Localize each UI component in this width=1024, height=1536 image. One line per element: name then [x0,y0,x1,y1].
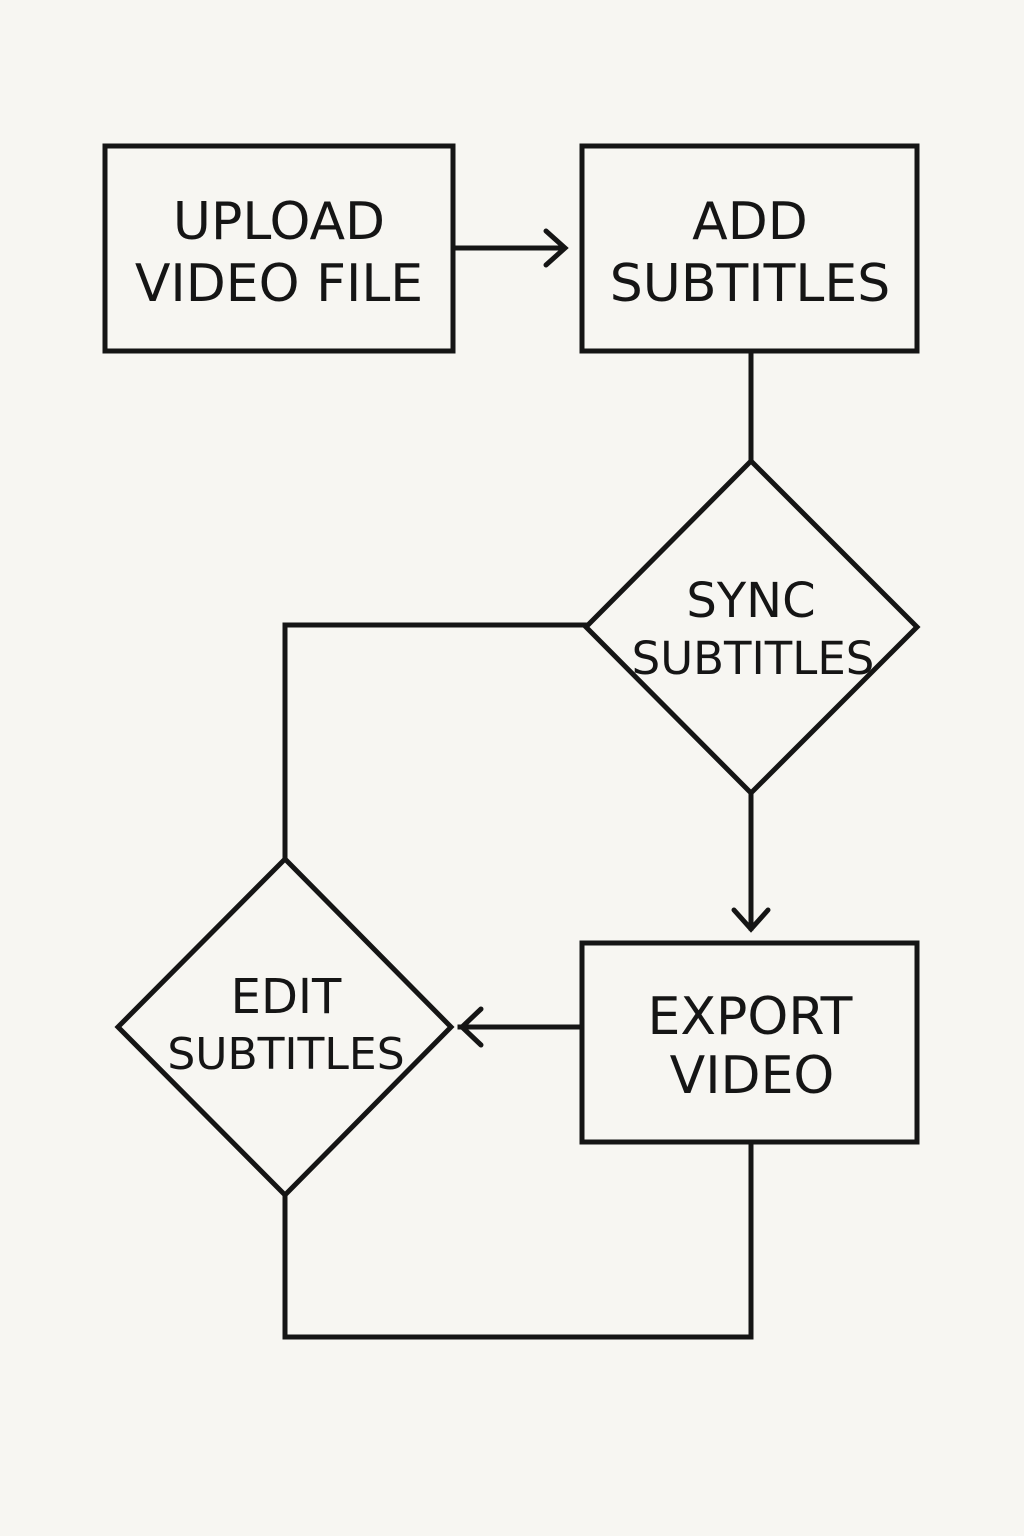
node-upload-box [102,143,456,354]
node-upload-label-line-1: UPLOAD [173,192,385,252]
node-add-label-line-2: SUBTITLES [610,254,890,314]
node-sync-subtitles: SYNC SUBTITLES [582,457,921,797]
node-add-label-line-1: ADD [692,192,808,252]
node-edit-label-line-1: EDIT [231,969,342,1025]
node-add-subtitles: ADD SUBTITLES [579,143,920,354]
node-upload-label-line-2: VIDEO FILE [135,254,423,314]
node-sync-label-line-1: SYNC [686,573,815,629]
arrowhead-sync-to-export [731,907,771,933]
node-export-video: EXPORT VIDEO [579,940,920,1145]
node-edit-diamond [114,855,455,1199]
arrowhead-upload-to-add [543,228,569,268]
node-export-box [579,940,920,1145]
node-edit-subtitles: EDIT SUBTITLES [114,855,455,1199]
node-edit-label-line-2: SUBTITLES [167,1029,404,1080]
node-sync-label-line-2: SUBTITLES [632,632,875,685]
connector-edit-to-export [282,1140,754,1340]
node-add-box [579,143,920,354]
node-sync-diamond [582,457,921,797]
connector-sync-to-edit [282,622,589,862]
node-upload-video-file: UPLOAD VIDEO FILE [102,143,456,354]
arrowhead-export-to-edit [458,1006,484,1048]
node-export-label-line-2: VIDEO [670,1046,835,1106]
connectors [282,228,771,1340]
node-export-label-line-1: EXPORT [648,987,853,1047]
